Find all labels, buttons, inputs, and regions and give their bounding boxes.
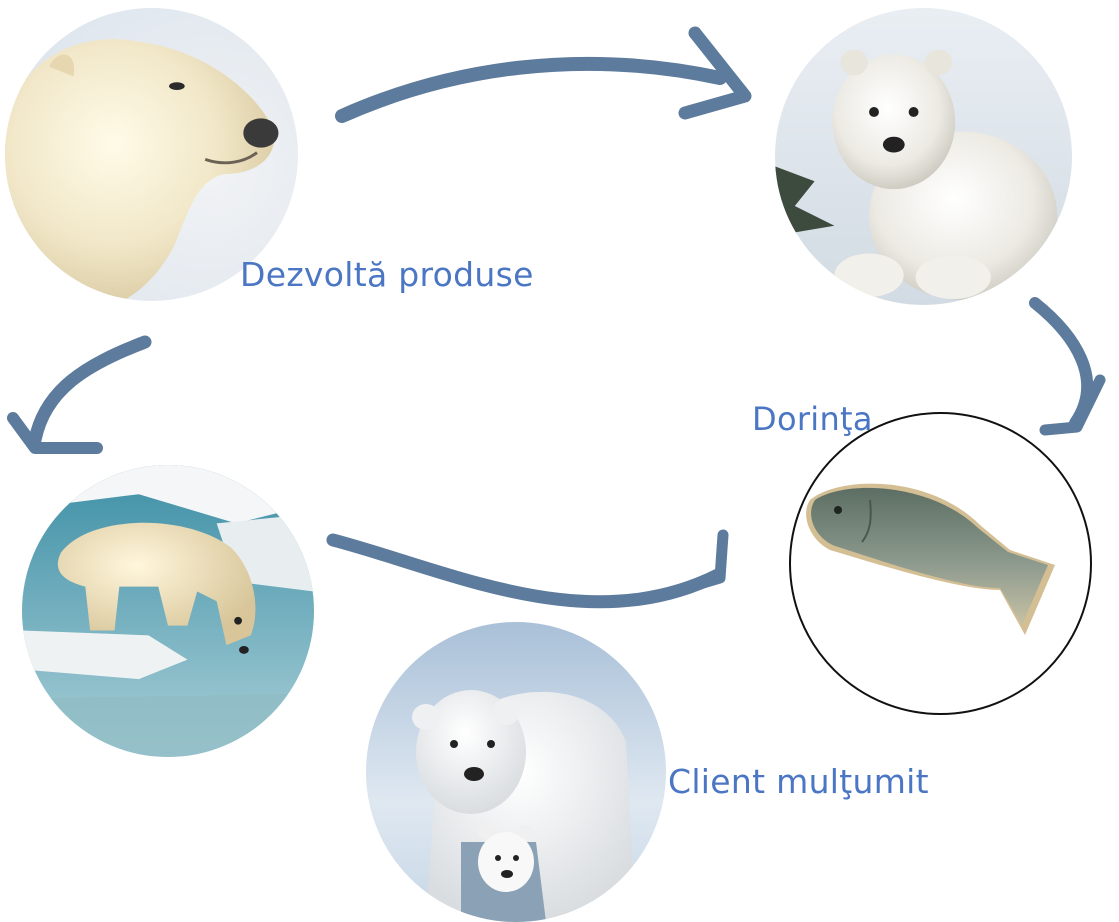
cub-image — [775, 8, 1072, 305]
label-desire: Dorinţa — [752, 400, 873, 438]
fish-image — [800, 470, 1070, 640]
arrow-left — [5, 330, 150, 460]
mother-cub-image — [366, 622, 666, 922]
label-satisfied: Client mulţumit — [668, 762, 929, 801]
hunting-bear-image — [22, 465, 314, 757]
arrow-right — [1015, 295, 1119, 445]
arrow-bottom — [328, 530, 738, 630]
label-develop: Dezvoltă produse — [240, 255, 534, 294]
arrow-top — [330, 18, 760, 138]
